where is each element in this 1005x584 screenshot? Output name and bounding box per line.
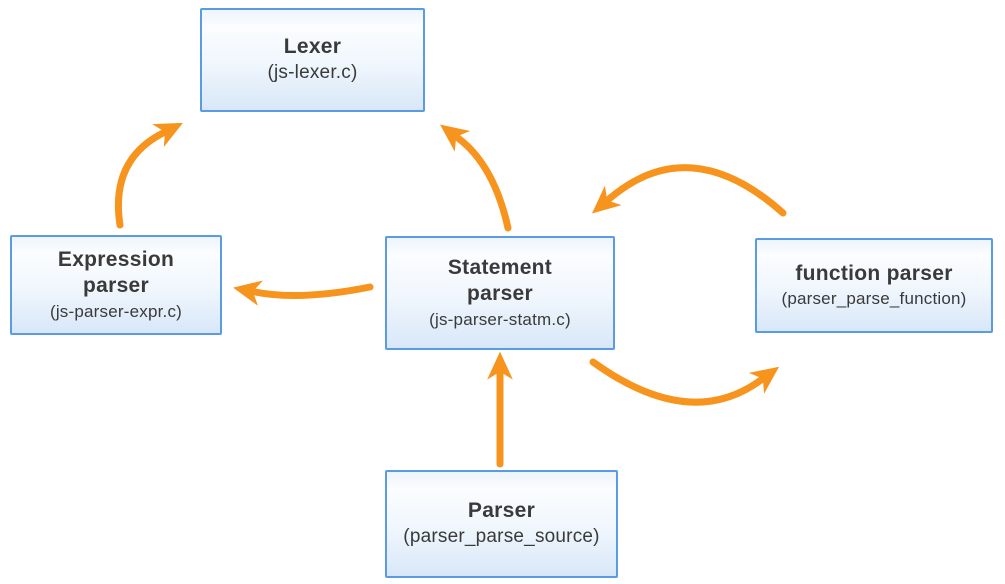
node-statement-parser: Statement parser (js-parser-statm.c) bbox=[385, 236, 615, 350]
arrow-expression-parser-to-lexer bbox=[114, 122, 183, 229]
arrow-statement-parser-to-lexer bbox=[440, 124, 512, 232]
node-lexer-title: Lexer bbox=[283, 34, 342, 58]
arrow-statement-parser-to-function-parser bbox=[589, 358, 780, 406]
arrow-function-parser-to-statement-parser bbox=[591, 164, 787, 217]
node-parser-subtitle: (parser_parse_source) bbox=[403, 526, 600, 548]
node-expression-parser-title: Expression parser bbox=[57, 248, 175, 297]
node-expression-parser-subtitle: (js-parser-expr.c) bbox=[49, 301, 183, 321]
node-statement-parser-title: Statement parser bbox=[447, 256, 553, 305]
node-parser-title: Parser bbox=[467, 498, 536, 522]
arrow-statement-parser-to-expression-parser bbox=[233, 280, 374, 306]
node-expression-parser: Expression parser (js-parser-expr.c) bbox=[10, 235, 222, 335]
node-lexer-subtitle: (js-lexer.c) bbox=[267, 62, 358, 84]
node-function-parser-title: function parser bbox=[795, 261, 953, 285]
node-lexer: Lexer (js-lexer.c) bbox=[200, 8, 425, 112]
node-function-parser-subtitle: (parser_parse_function) bbox=[781, 289, 967, 309]
node-statement-parser-subtitle: (js-parser-statm.c) bbox=[429, 309, 571, 329]
node-function-parser: function parser (parser_parse_function) bbox=[755, 238, 993, 333]
node-parser: Parser (parser_parse_source) bbox=[385, 470, 618, 578]
